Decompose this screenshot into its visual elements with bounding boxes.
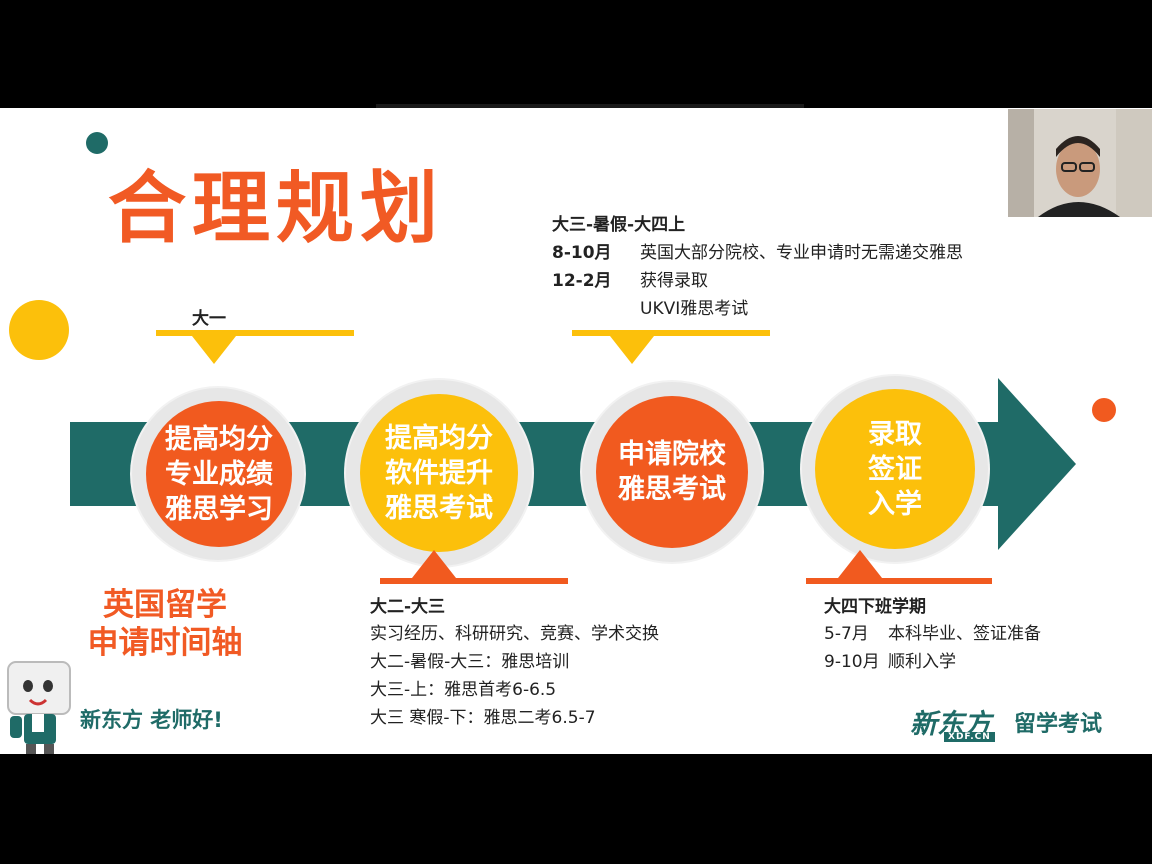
page-title: 合理规划 [108, 164, 445, 254]
caption-line: 申请时间轴 [87, 625, 243, 661]
stage-1-circle: 提高均分 专业成绩 雅思学习 [146, 401, 292, 547]
mid-note-bar [380, 578, 568, 584]
teal-dot [86, 132, 108, 154]
upper-note-row: UKVI雅思考试 [552, 294, 748, 319]
mid-note-line: 大三 寒假-下：雅思二考6.5-7 [370, 708, 596, 728]
final-note-heading: 大四下班学期 [824, 597, 926, 617]
stage-3-circle: 申请院校 雅思考试 [596, 396, 748, 548]
stage-3-line: 申请院校 [618, 439, 726, 470]
yellow-dot [9, 300, 69, 360]
stage-2-circle: 提高均分 软件提升 雅思考试 [360, 394, 518, 552]
mid-note-heading: 大二-大三 [370, 597, 446, 617]
stage-1-line: 雅思学习 [165, 493, 273, 525]
orange-dot [1092, 398, 1116, 422]
year1-label: 大一 [192, 309, 226, 329]
brand-label: 留学考试 [1014, 712, 1103, 737]
mid-note-line: 实习经历、科研研究、竞赛、学术交换 [370, 624, 659, 644]
stage-1-line: 提高均分 [165, 423, 273, 455]
final-note-text: 顺利入学 [888, 652, 956, 672]
mid-note-pointer [412, 550, 456, 578]
stage-2-line: 软件提升 [385, 457, 493, 489]
year1-bar [156, 330, 354, 336]
stage-4-line: 录取 [868, 418, 922, 450]
upper-note-text: 获得录取 [640, 271, 708, 291]
mascot-icon [7, 661, 71, 754]
stage-2-line: 雅思考试 [385, 492, 493, 524]
webcam-feed [1008, 109, 1152, 217]
greeting-text: 新东方 老师好! [80, 708, 223, 732]
final-note-text: 本科毕业、签证准备 [888, 624, 1041, 644]
upper-note-text: UKVI雅思考试 [640, 299, 749, 319]
final-note-pointer [838, 550, 882, 578]
presenter-video [1008, 109, 1152, 217]
stage-2-line: 提高均分 [385, 422, 493, 454]
final-note-row: 5-7月本科毕业、签证准备 [824, 619, 1041, 644]
upper-note-pointer [610, 336, 654, 364]
stage-4-line: 签证 [868, 453, 922, 485]
stage-3-line: 雅思考试 [618, 474, 726, 505]
stage-1-line: 专业成绩 [165, 458, 273, 490]
upper-note-row: 12-2月 获得录取 [552, 266, 708, 291]
upper-note-heading: 大三-暑假-大四上 [552, 215, 686, 235]
upper-note-row: 8-10月 英国大部分院校、专业申请时无需递交雅思 [552, 238, 963, 263]
presentation-slide: 合理规划 大一 提高均分 专业成绩 雅思学习 提高均分 软件提升 雅思考试 申请… [0, 108, 1152, 754]
stage-4-circle: 录取 签证 入学 [815, 389, 975, 549]
upper-note-bar [572, 330, 770, 336]
year1-pointer [192, 336, 236, 364]
upper-note-text: 英国大部分院校、专业申请时无需递交雅思 [640, 243, 963, 263]
final-note-key: 5-7月 [824, 624, 869, 644]
final-note-key: 9-10月 [824, 652, 880, 672]
slide-caption: 英国留学 申请时间轴 [80, 586, 250, 662]
timeline-arrow-head [998, 378, 1076, 550]
caption-line: 英国留学 [103, 587, 227, 623]
brand-domain: XDF.CN [944, 732, 995, 742]
stage-4-line: 入学 [868, 488, 922, 520]
upper-note-key: 8-10月 [552, 243, 612, 263]
mid-note-line: 大三-上：雅思首考6-6.5 [370, 680, 557, 700]
top-bar [376, 104, 804, 110]
upper-note-key: 12-2月 [552, 271, 612, 291]
final-note-bar [806, 578, 992, 584]
final-note-row: 9-10月顺利入学 [824, 647, 956, 672]
mid-note-line: 大二-暑假-大三：雅思培训 [370, 652, 570, 672]
